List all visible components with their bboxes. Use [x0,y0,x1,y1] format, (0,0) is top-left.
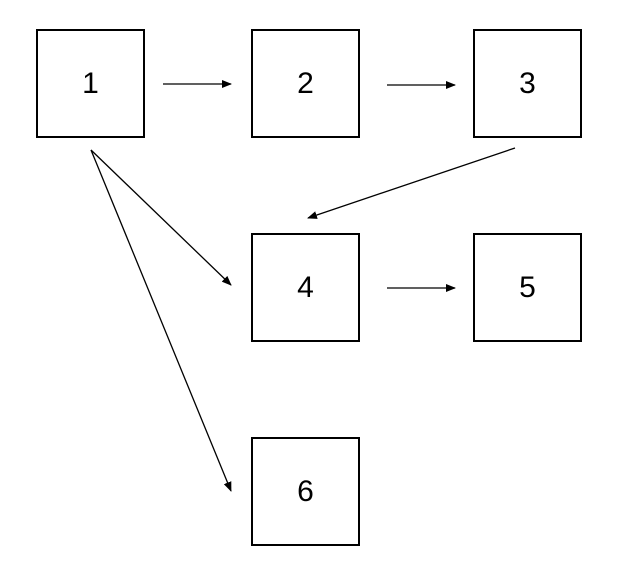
node-5: 5 [473,233,582,342]
node-2-label: 2 [297,66,314,100]
node-4-label: 4 [297,270,314,304]
node-3-label: 3 [519,66,536,100]
edge-1-to-4 [90,149,232,286]
node-1-label: 1 [82,66,99,100]
node-6-label: 6 [297,474,314,508]
node-1: 1 [36,29,145,138]
edge-3-to-4 [307,147,516,219]
node-2: 2 [251,29,360,138]
node-6: 6 [251,437,360,546]
edge-1-to-6 [90,149,232,492]
node-3: 3 [473,29,582,138]
node-5-label: 5 [519,270,536,304]
node-4: 4 [251,233,360,342]
